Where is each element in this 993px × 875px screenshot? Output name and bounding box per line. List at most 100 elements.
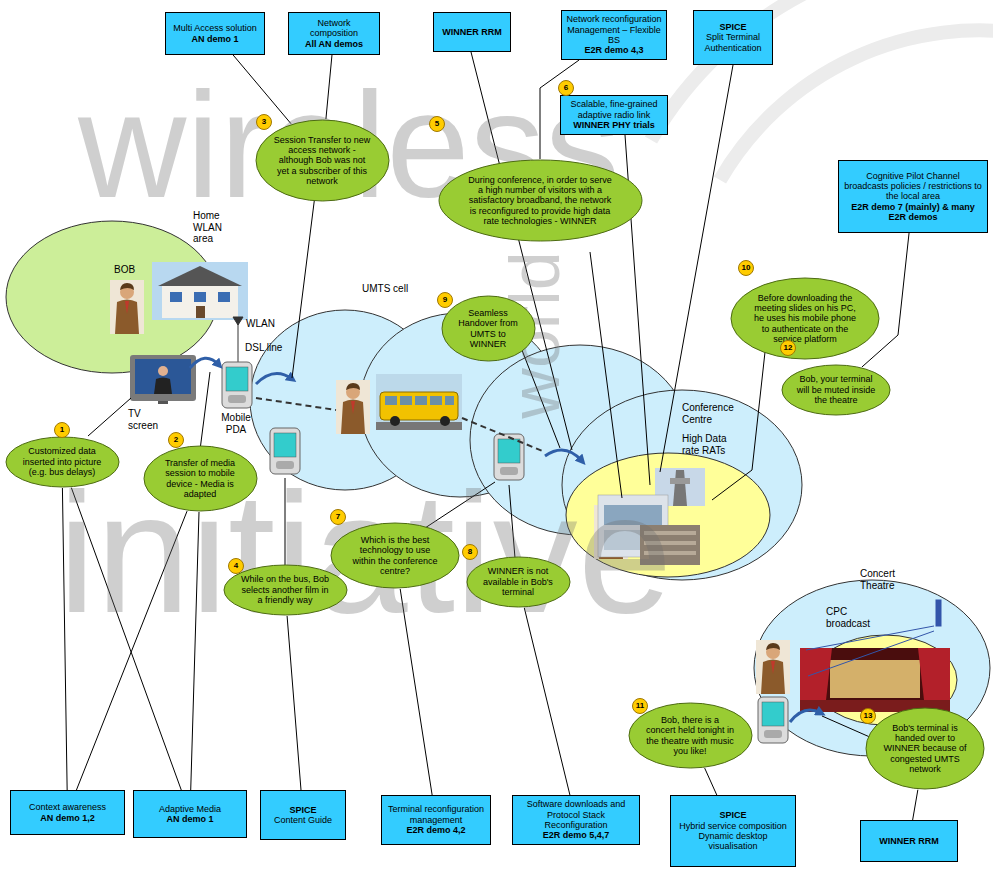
leader-line <box>88 398 131 436</box>
callout-ellipse: Which is the best technology to use with… <box>330 522 460 589</box>
callout-shape <box>6 437 119 487</box>
theatre-picture <box>918 648 950 700</box>
component-box: Terminal reconfiguration managementE2R d… <box>381 795 491 845</box>
box-heading: Software downloads and Protocol Stack Re… <box>517 799 635 830</box>
box-heading: WINNER RRM <box>865 836 953 846</box>
callout-shape <box>866 708 984 789</box>
leader-connector <box>913 790 918 820</box>
bus-picture <box>400 396 412 405</box>
callout-shape <box>439 160 642 241</box>
region-label: High Data rate RATs <box>682 433 738 456</box>
box-detail: E2R demo 4,2 <box>386 825 486 835</box>
callout-number: 3 <box>256 114 272 130</box>
box-detail: E2R demo 5,4,7 <box>517 830 635 840</box>
box-detail: E2R demo 4,3 <box>566 45 662 55</box>
callout-number: 6 <box>558 80 574 96</box>
callout-ellipse: WINNER is not available in Bob's termina… <box>466 556 571 608</box>
component-box: SPICEHybrid service composition Dynamic … <box>670 795 796 867</box>
callout-number: 4 <box>228 558 244 574</box>
callout-text: Before downloading the meeting slides on… <box>751 293 859 345</box>
box-heading: SPICE <box>265 805 341 815</box>
callout-ellipse: Session Transfer to new access network -… <box>255 119 390 202</box>
cpc-antenna <box>806 600 941 676</box>
pda-picture <box>758 697 788 743</box>
callout-text: While on the bus, Bob selects another fi… <box>240 574 330 605</box>
callout-text: Session Transfer to new access network -… <box>274 135 371 187</box>
region-label: UMTS cell <box>362 283 408 295</box>
box-detail: Content Guide <box>265 815 341 825</box>
leader-line <box>292 195 315 378</box>
callout-text: Bob, your terminal will be muted inside … <box>797 374 876 405</box>
person-picture <box>336 380 370 434</box>
bus-picture <box>376 374 462 430</box>
box-detail: Hybrid service composition Dynamic deskt… <box>675 821 791 852</box>
callout-text: Bob, there is a concert held tonight in … <box>645 715 735 756</box>
component-box: SPICESplit Terminal Authentication <box>693 10 773 65</box>
tv-screen-picture <box>130 355 196 404</box>
callout-number: 10 <box>738 260 754 276</box>
bus-picture <box>430 396 442 405</box>
box-heading: Context awareness <box>15 802 120 812</box>
callout-number: 1 <box>54 422 70 438</box>
coverage-area <box>6 221 990 756</box>
theatre-picture <box>830 660 920 698</box>
box-heading: Multi Access solution <box>170 23 260 33</box>
region-label: Home WLAN area <box>193 210 233 245</box>
callout-text: Transfer of media session to mobile devi… <box>159 458 242 499</box>
theatre-picture <box>800 648 832 700</box>
callout-ellipse: During conference, in order to serve a h… <box>438 159 643 242</box>
region-label: TV screen <box>128 408 164 431</box>
house-picture <box>170 292 182 302</box>
callout-shape <box>331 523 459 588</box>
watermark-arcs <box>651 0 993 140</box>
cpc-antenna <box>936 600 941 626</box>
callout-shape <box>256 120 389 201</box>
house-picture <box>194 292 206 302</box>
callout-text: Which is the best technology to use with… <box>348 535 442 576</box>
box-heading: SPICE <box>698 22 768 32</box>
bus-picture <box>415 396 427 405</box>
component-box: Cognitive Pilot Channel broadcasts polic… <box>838 160 988 233</box>
leader-line <box>590 252 622 498</box>
region-label: BOB <box>114 264 135 276</box>
callout-number: 11 <box>632 698 648 714</box>
bus-picture <box>380 392 458 420</box>
movement-path <box>462 418 545 452</box>
bus-picture <box>445 396 454 405</box>
callout-ellipse: Bob, your terminal will be muted inside … <box>781 364 891 416</box>
callout-number: 8 <box>462 544 478 560</box>
leader-connector <box>705 768 717 795</box>
callout-text: Bob's terminal is handed over to WINNER … <box>882 723 968 775</box>
conference-picture <box>670 478 690 484</box>
callout-ellipse: Transfer of media session to mobile devi… <box>143 445 258 512</box>
box-heading: Cognitive Pilot Channel broadcasts polic… <box>843 171 983 202</box>
tv-screen-picture <box>158 366 168 376</box>
theatre-picture <box>800 648 950 712</box>
callout-ellipse: Before downloading the meeting slides on… <box>730 277 880 360</box>
callout-text: WINNER is not available in Bob's termina… <box>480 566 556 597</box>
callout-number: 12 <box>780 340 796 356</box>
component-box: Network reconfiguration Management – Fle… <box>561 10 667 60</box>
house-picture <box>152 262 248 320</box>
tv-screen-picture <box>154 378 172 395</box>
handover-arrow <box>190 358 219 368</box>
theatre-picture <box>800 648 950 712</box>
component-box: SPICEContent Guide <box>260 790 346 840</box>
region-label: Mobile PDA <box>216 412 256 435</box>
callout-shape <box>629 703 752 768</box>
pda-picture <box>222 362 252 408</box>
box-detail: AN demo 1 <box>138 814 242 824</box>
conference-picture <box>673 470 687 506</box>
callout-number: 7 <box>330 509 346 525</box>
box-heading: Adaptive Media <box>138 804 242 814</box>
component-box: Scalable, fine-grained adaptive radio li… <box>560 95 668 135</box>
component-box: WINNER RRM <box>433 12 511 52</box>
component-box: Adaptive MediaAN demo 1 <box>133 790 247 838</box>
callout-number: 13 <box>860 708 876 724</box>
region-label: DSL line <box>245 342 282 354</box>
callout-shape <box>224 565 347 615</box>
callout-text: Seamless Handover from UMTS to WINNER <box>454 308 522 349</box>
callout-shape <box>442 296 535 361</box>
box-detail: E2R demo 7 (mainly) & many E2R demos <box>843 202 983 223</box>
leader-line <box>712 352 765 500</box>
